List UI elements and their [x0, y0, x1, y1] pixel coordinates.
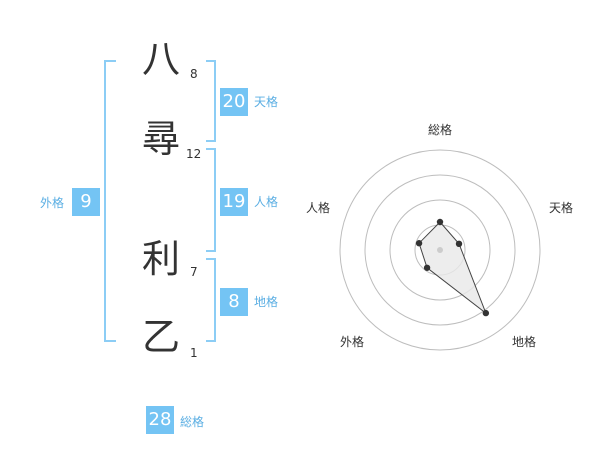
name-char-3: 利 — [142, 237, 181, 281]
chikaku-bracket — [206, 258, 216, 342]
jinkaku-bracket — [206, 148, 216, 252]
radar-label-tenkaku: 天格 — [549, 201, 574, 215]
soukaku-label: 総格 — [180, 415, 205, 429]
radar-ring — [364, 174, 516, 326]
jinkaku-label: 人格 — [254, 195, 279, 209]
gaikaku-label: 外格 — [40, 196, 65, 210]
radar-label-jinkaku: 人格 — [306, 201, 331, 215]
radar-chart — [339, 149, 541, 351]
stroke-count-1: 8 — [190, 67, 198, 81]
name-char-2: 尋 — [142, 117, 181, 161]
name-char-4: 乙 — [142, 315, 181, 359]
stroke-count-2: 12 — [186, 147, 202, 161]
radar-label-soukaku: 総格 — [428, 123, 453, 137]
jinkaku-score: 19 — [220, 188, 248, 216]
radar-label-gaikaku: 外格 — [340, 335, 365, 349]
chikaku-score: 8 — [220, 288, 248, 316]
radar-point-5 — [415, 240, 423, 247]
tenkaku-bracket — [206, 60, 216, 142]
radar-polygon — [418, 221, 487, 315]
radar-center — [437, 247, 443, 253]
radar-point-1 — [436, 218, 444, 226]
gaikaku-bracket — [104, 60, 116, 342]
gaikaku-score: 9 — [72, 188, 100, 216]
stroke-count-4: 1 — [190, 346, 198, 360]
radar-ring — [389, 199, 491, 301]
soukaku-score: 28 — [146, 406, 174, 434]
tenkaku-label: 天格 — [254, 95, 279, 109]
radar-ring — [339, 149, 541, 351]
stroke-count-3: 7 — [190, 265, 198, 279]
radar-point-4 — [423, 264, 431, 271]
tenkaku-score: 20 — [220, 88, 248, 116]
chikaku-label: 地格 — [254, 295, 279, 309]
radar-point-2 — [455, 240, 463, 248]
name-char-1: 八 — [142, 37, 181, 81]
radar-label-chikaku: 地格 — [512, 335, 537, 349]
radar-point-3 — [482, 309, 490, 317]
